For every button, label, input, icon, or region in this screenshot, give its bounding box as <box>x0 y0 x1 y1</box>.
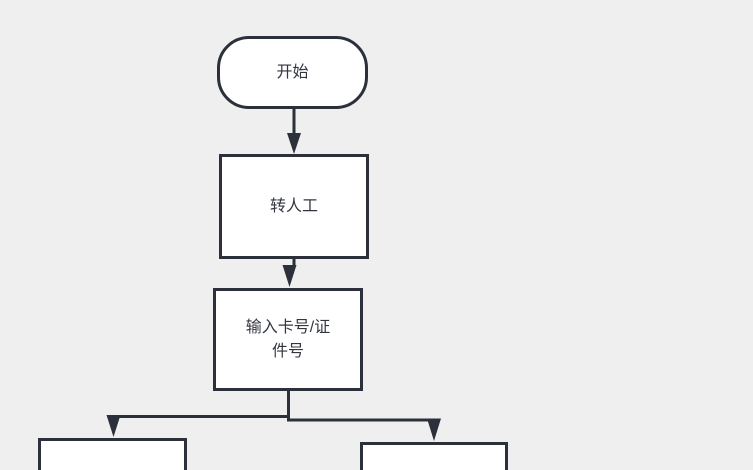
edge-transfer-to-input[interactable] <box>282 258 297 287</box>
node-start-label: 开始 <box>276 63 309 81</box>
node-transfer-to-agent[interactable]: 转人工 <box>219 154 369 259</box>
node-enter-card-or-id-number-label: 输入卡号/证件号 <box>245 318 331 360</box>
node-start[interactable]: 开始 <box>217 36 368 109</box>
node-branch-left[interactable] <box>38 438 187 470</box>
edge-input-to-branch-right[interactable] <box>287 391 442 441</box>
node-transfer-to-agent-label: 转人工 <box>269 197 318 215</box>
edge-input-to-branch-left[interactable] <box>106 391 290 437</box>
node-branch-right[interactable] <box>360 442 508 470</box>
node-enter-card-or-id-number[interactable]: 输入卡号/证件号 <box>213 288 363 391</box>
edge-start-to-transfer[interactable] <box>287 108 301 154</box>
